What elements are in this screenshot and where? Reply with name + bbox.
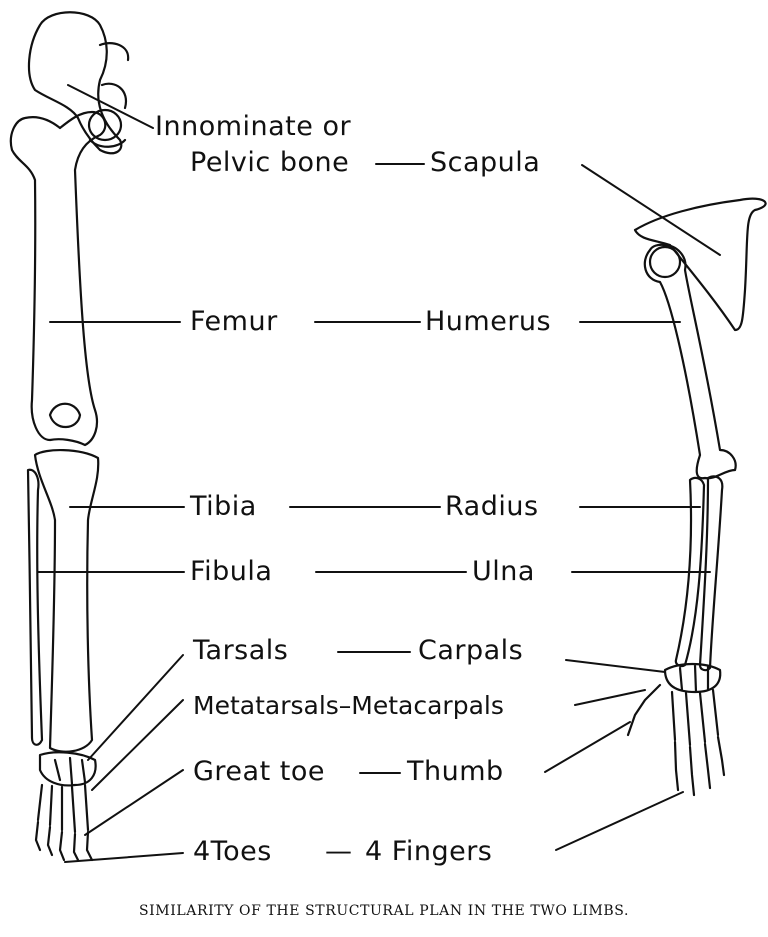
label-fibula: Fibula [190,556,273,587]
leader-lines [37,84,721,863]
label-innominate: Innominate or [155,111,352,142]
femur [9,110,107,447]
leg-skeleton [9,11,130,862]
label-carpals: Carpals [418,635,524,666]
ulna [698,475,724,672]
fibula [26,468,44,746]
metacarpals [670,688,720,747]
scapula [633,197,767,332]
label-great-toe: Great toe [193,756,325,787]
thumb-bones [626,683,662,737]
label-4-toes: 4Toes [193,836,272,867]
pelvic-bone [27,11,123,155]
femoral-head [87,108,123,142]
label-tarsals: Tarsals [193,635,289,666]
label-ulna: Ulna [472,556,535,587]
label-femur: Femur [190,306,278,337]
label-pelvic-bone: Pelvic bone [190,147,350,178]
label-dash: – [338,691,352,720]
foot-toes [34,820,94,862]
label-metatarsals: Metatarsals [193,691,339,720]
label-radius: Radius [445,491,539,522]
foot-tarsals [38,751,97,787]
arm-skeleton [626,197,767,797]
label-tibia: Tibia [190,491,257,522]
humeral-head [648,245,682,279]
label-humerus: Humerus [425,306,552,337]
label-thumb: Thumb [407,756,504,787]
tibia [33,448,100,753]
figure-caption: SIMILARITY OF THE STRUCTURAL PLAN IN THE… [138,903,630,919]
finger-bones [673,735,726,797]
pelvis-detail [88,42,130,148]
label-toes-fingers-dash: — [325,836,353,867]
humerus [643,243,737,480]
label-scapula: Scapula [430,147,541,178]
foot-metatarsals [36,783,90,834]
patella [48,402,82,429]
carpals [663,662,722,694]
label-4-fingers: 4 Fingers [365,836,493,867]
label-metatarsals-metacarpals: Metatarsals–Metacarpals [193,693,504,718]
label-metacarpals: Metacarpals [351,691,504,720]
